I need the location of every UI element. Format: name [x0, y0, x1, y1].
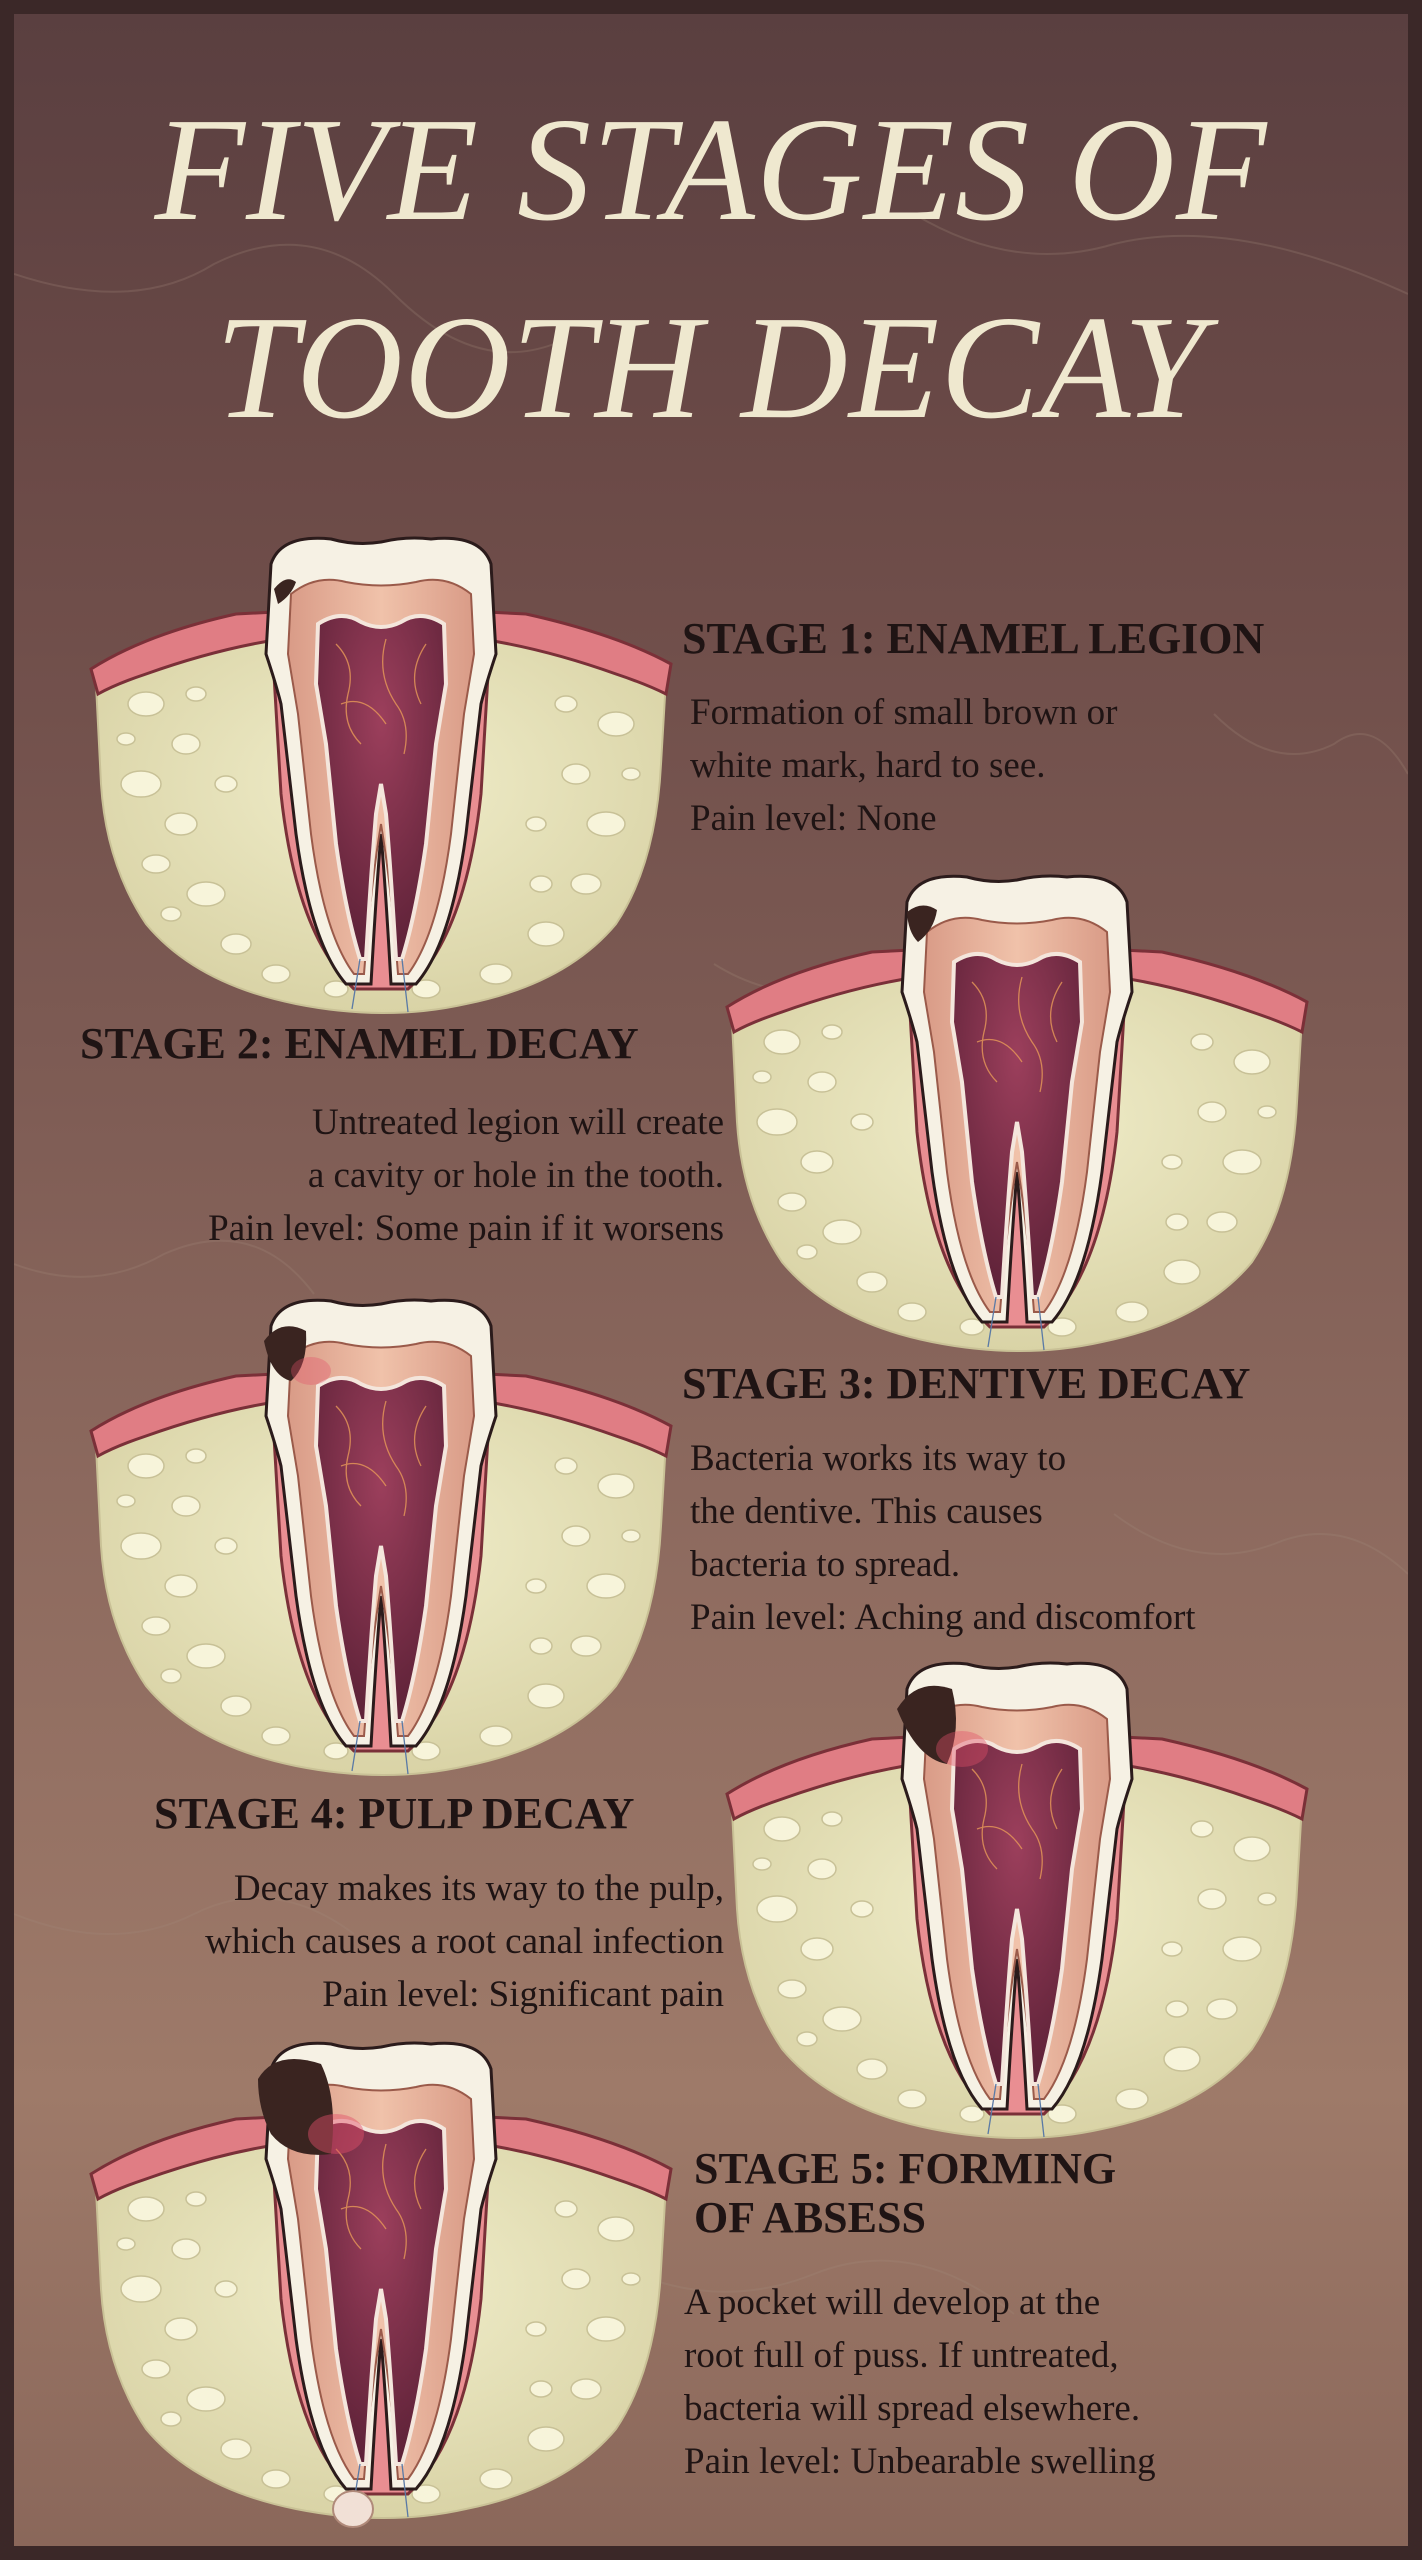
- stage-2-line-2: a cavity or hole in the tooth.: [307, 1155, 724, 1196]
- stage-5-line-3: bacteria will spread elsewhere.: [684, 2388, 1141, 2429]
- stage-5-line-2: root full of puss. If untreated,: [684, 2335, 1119, 2376]
- page-title-line-1: FIVE STAGES OF: [154, 88, 1268, 252]
- stage-1-line-3: Pain level: None: [690, 798, 937, 839]
- page-title-line-2: TOOTH DECAY: [215, 286, 1207, 450]
- stage-1-line-2: white mark, hard to see.: [690, 745, 1046, 786]
- stage-5-line-1: A pocket will develop at the: [684, 2282, 1101, 2323]
- stage-4-description: Decay makes its way to the pulp, which c…: [74, 1862, 724, 2021]
- stage-2-title: STAGE 2: ENAMEL DECAY: [80, 1019, 639, 1068]
- stage-2-line-1: Untreated legion will create: [312, 1102, 724, 1143]
- stage-1-title: STAGE 1: ENAMEL LEGION: [682, 614, 1265, 663]
- stage-1-description: Formation of small brown or white mark, …: [690, 686, 1118, 845]
- stage-5-title: STAGE 5: FORMING OF ABSESS: [694, 2144, 1116, 2243]
- stage-3-description: Bacteria works its way to the dentive. T…: [690, 1432, 1196, 1644]
- tooth-stage-2-illustration: [722, 872, 1312, 1372]
- stage-3-title: STAGE 3: DENTIVE DECAY: [682, 1359, 1251, 1408]
- stage-2-line-3: Pain level: Some pain if it worsens: [208, 1208, 724, 1249]
- stage-4-line-3: Pain level: Significant pain: [322, 1974, 724, 2015]
- stage-5-line-4: Pain level: Unbearable swelling: [684, 2441, 1156, 2482]
- stage-5-title-line-1: STAGE 5: FORMING: [694, 2144, 1117, 2193]
- stage-4-line-1: Decay makes its way to the pulp,: [233, 1868, 724, 1909]
- stage-3-line-4: Pain level: Aching and discomfort: [690, 1597, 1196, 1638]
- stage-1-line-1: Formation of small brown or: [690, 692, 1118, 733]
- stage-4-line-2: which causes a root canal infection: [205, 1921, 724, 1962]
- stage-3-line-3: bacteria to spread.: [690, 1544, 961, 1585]
- tooth-stage-3-illustration: [86, 1296, 676, 1796]
- tooth-stage-4-illustration: [722, 1659, 1312, 2159]
- stage-4-title: STAGE 4: PULP DECAY: [154, 1789, 635, 1838]
- tooth-stage-5-illustration: [86, 2039, 676, 2528]
- stage-2-description: Untreated legion will create a cavity or…: [74, 1096, 724, 1255]
- stage-5-description: A pocket will develop at the root full o…: [684, 2276, 1156, 2488]
- stage-3-line-1: Bacteria works its way to: [690, 1438, 1067, 1479]
- tooth-stage-1-illustration: [86, 534, 676, 1034]
- stage-3-line-2: the dentive. This causes: [690, 1491, 1043, 1532]
- stage-5-title-line-2: OF ABSESS: [694, 2193, 926, 2243]
